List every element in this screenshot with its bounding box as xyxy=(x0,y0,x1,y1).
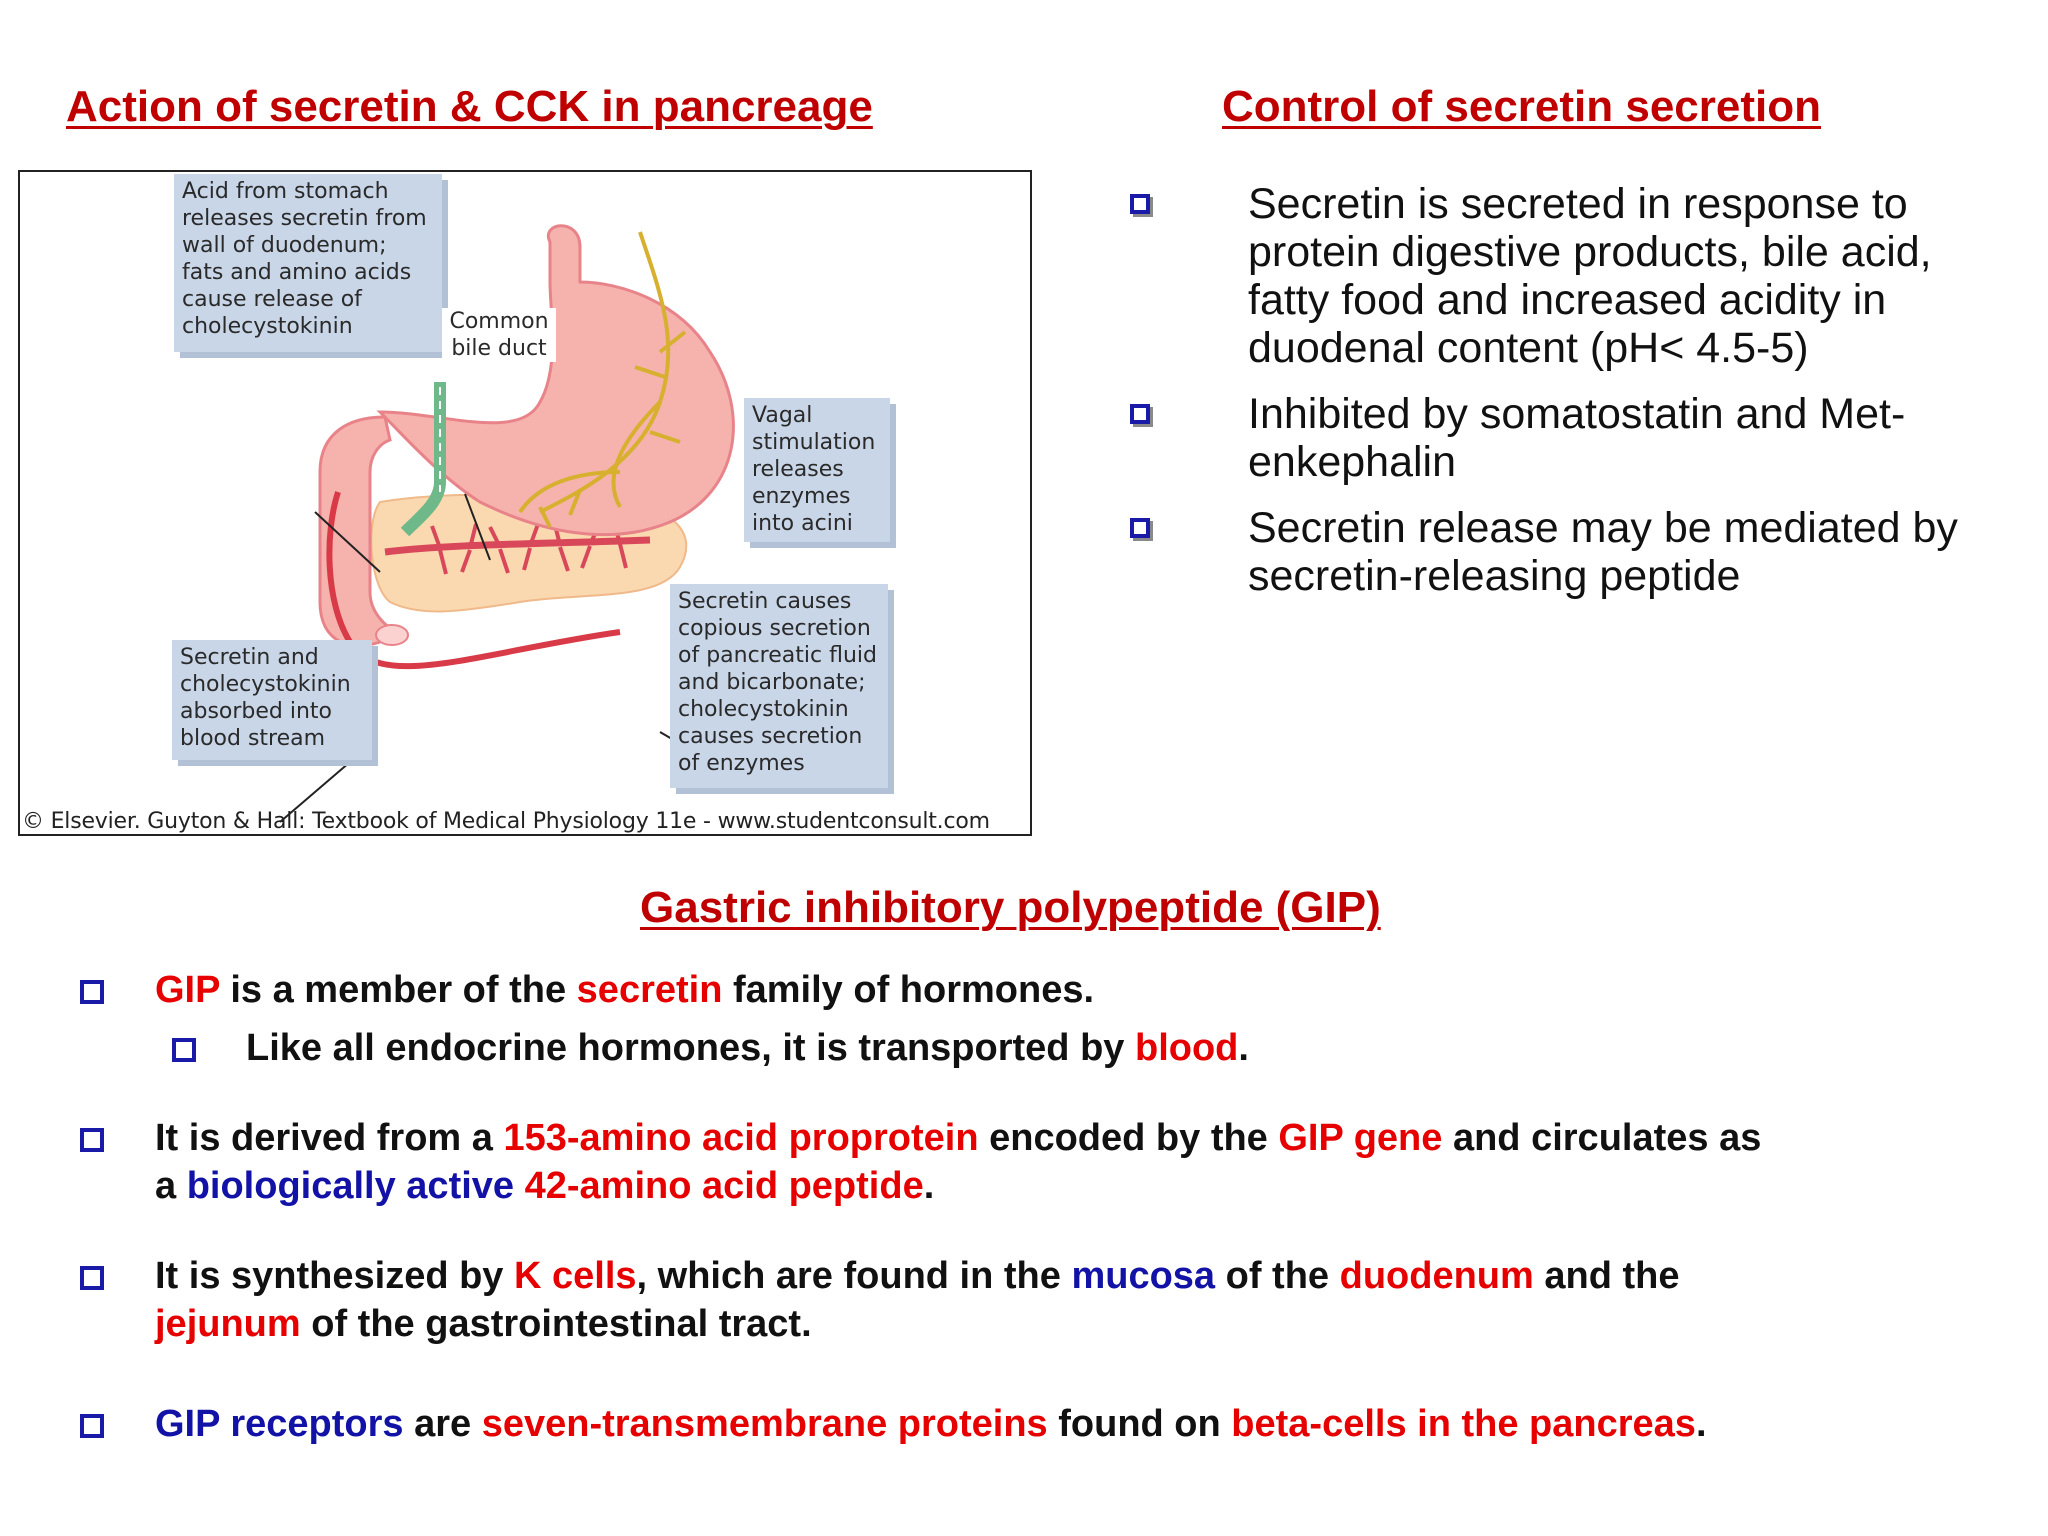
square-bullet-icon xyxy=(172,1038,196,1062)
square-bullet-icon xyxy=(80,980,104,1004)
bile-duct xyxy=(400,382,446,537)
square-bullet-icon xyxy=(80,1266,104,1290)
vagal-nerve xyxy=(518,231,687,528)
section-heading-gip: Gastric inhibitory polypeptide (GIP) xyxy=(640,883,1381,932)
square-bullet-icon xyxy=(80,1128,104,1152)
stomach-shape xyxy=(376,224,735,537)
square-bullet-icon xyxy=(80,1414,104,1438)
callout-absorbed-blood-stream: Secretin and cholecystokinin absorbed in… xyxy=(172,640,372,760)
figure-credit: © Elsevier. Guyton & Hall: Textbook of M… xyxy=(22,809,990,834)
section-heading-secretin-cck: Action of secretin & CCK in pancreage xyxy=(66,82,873,131)
checkbox-bullet-icon xyxy=(1130,404,1150,424)
callout-vagal-stimulation: Vagal stimulation releases enzymes into … xyxy=(744,398,890,542)
list-item: Secretin release may be mediated by secr… xyxy=(1130,504,2030,600)
gip-item-5-text: GIP receptors are seven-transmembrane pr… xyxy=(155,1403,1707,1445)
section-heading-control-secretin: Control of secretin secretion xyxy=(1222,82,1822,131)
checkbox-bullet-icon xyxy=(1130,518,1150,538)
callout-secretin-causes-secretion: Secretin causes copious secretion of pan… xyxy=(670,584,888,788)
list-item: Secretin is secreted in response to prot… xyxy=(1130,180,2030,372)
leader-line-absorbed xyxy=(279,761,351,823)
label-common-bile-duct: Common bile duct xyxy=(442,308,556,362)
leader-line-acid xyxy=(314,511,381,573)
gip-item-1-text: GIP is a member of the secretin family o… xyxy=(155,969,1095,1011)
gip-item-3-text: It is derived from a 153-amino acid prop… xyxy=(155,1117,1762,1207)
gip-item-2-text: Like all endocrine hormones, it is trans… xyxy=(246,1027,1249,1069)
list-item: Inhibited by somatostatin and Met- enkep… xyxy=(1130,390,2030,486)
leader-line-bile xyxy=(464,493,491,561)
gip-item-4-text: It is synthesized by K cells, which are … xyxy=(155,1255,1680,1345)
control-secretin-list: Secretin is secreted in response to prot… xyxy=(1130,180,2030,618)
stomach-pancreas-illustration xyxy=(279,224,771,823)
callout-acid-releases-secretin: Acid from stomach releases secretin from… xyxy=(174,174,442,352)
checkbox-bullet-icon xyxy=(1130,194,1150,214)
pancreas-diagram-figure: Acid from stomach releases secretin from… xyxy=(18,170,1032,836)
